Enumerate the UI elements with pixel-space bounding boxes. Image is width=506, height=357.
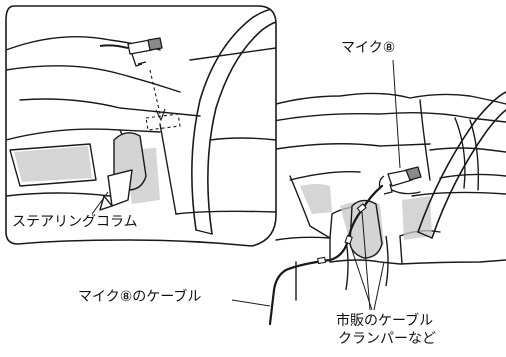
clamper-leader-line-1 <box>361 211 371 311</box>
mic-cable-label: マイク⑧のケーブル <box>76 289 204 305</box>
cable-clampers <box>317 203 367 265</box>
steering-column-label: ステアリングコラム <box>10 214 140 230</box>
clamper-label-line2: クランパーなど <box>336 331 438 347</box>
mic-leader-line <box>392 59 401 169</box>
main-steering-wheel <box>391 91 506 239</box>
mic-label: マイク⑧ <box>339 40 398 56</box>
leader-lines <box>91 59 401 311</box>
main-microphone <box>378 166 422 195</box>
clamper-leader-line-2 <box>349 243 373 311</box>
main-dashboard-view <box>261 92 506 301</box>
clamper-label-line1: 市販のケーブル <box>334 313 436 329</box>
clamper-leader-line-3 <box>373 261 385 311</box>
mic-cable-leader-line <box>231 299 271 307</box>
inset-content <box>6 7 276 235</box>
steering-column-leader-line <box>91 191 109 215</box>
